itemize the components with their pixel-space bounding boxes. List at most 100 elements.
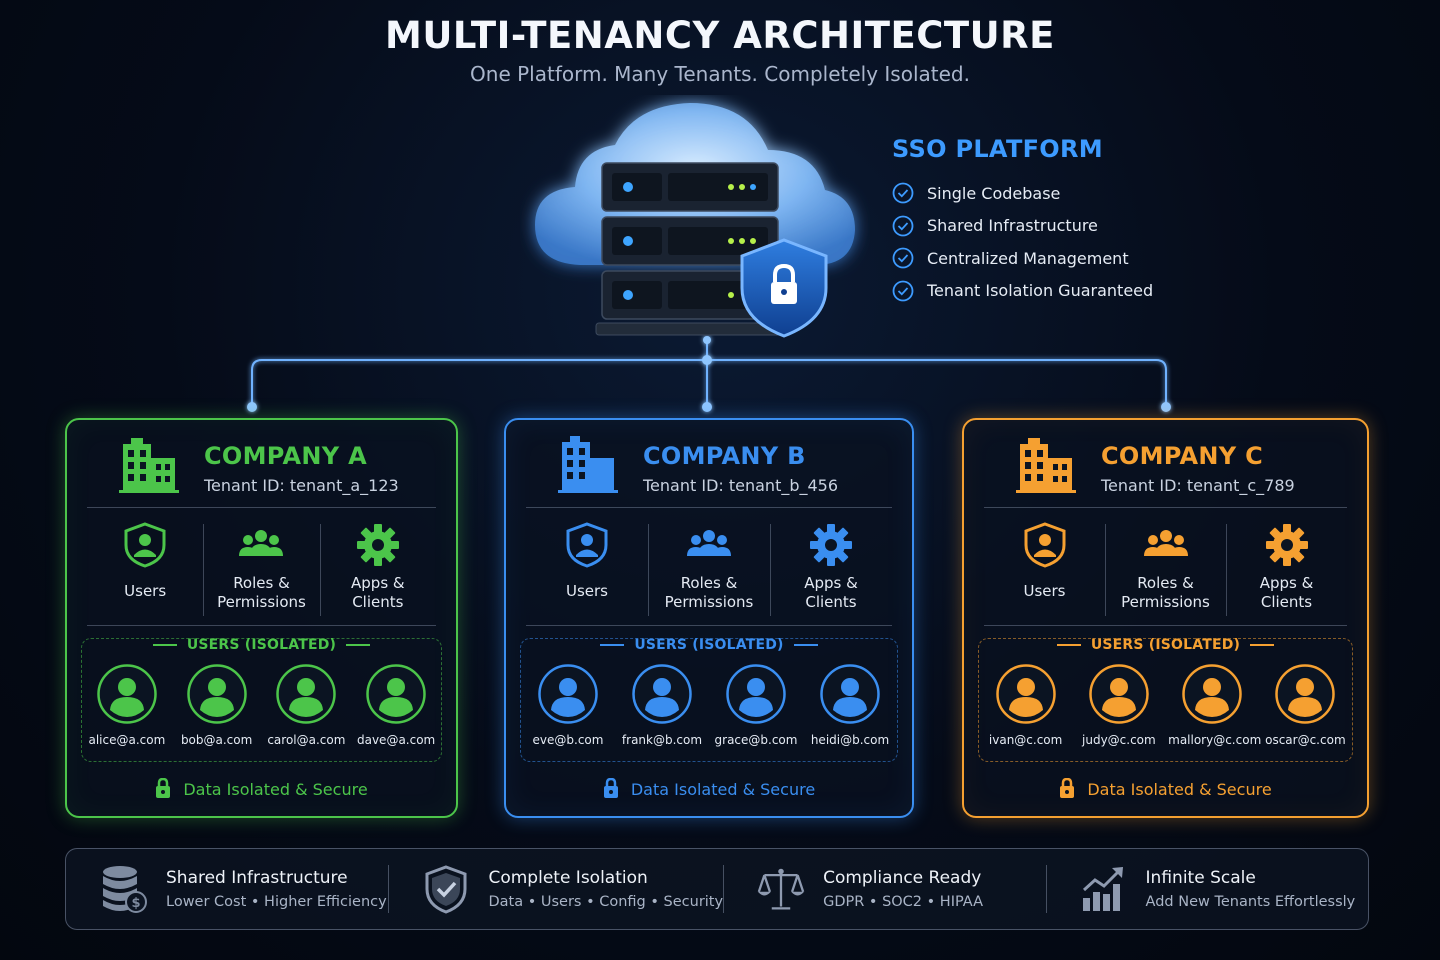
benefit-subtitle: GDPR • SOC2 • HIPAA [823, 894, 984, 910]
user-avatar-icon [366, 664, 426, 724]
tenant-modules: Users Roles &Permissions Apps &Clients [984, 516, 1347, 616]
module-users[interactable]: Users [526, 516, 648, 616]
platform-feature: Centralized Management [892, 242, 1212, 275]
gear-icon [810, 524, 852, 566]
check-circle-icon [892, 247, 914, 269]
tenant-modules: Users Roles &Permissions Apps &Clients [87, 516, 436, 616]
shield-check-icon [425, 865, 467, 914]
platform-info: SSO PLATFORM Single Codebase Shared Infr… [892, 135, 1212, 307]
tenant-id: Tenant ID: tenant_c_789 [1101, 476, 1295, 495]
user-avatar-icon [632, 664, 692, 724]
tenant-header: COMPANY A Tenant ID: tenant_a_123 [67, 420, 456, 508]
user-email: grace@b.com [714, 733, 798, 747]
user-avatar-icon [97, 664, 157, 724]
users-group-icon [1143, 530, 1188, 556]
tenant-card-b: COMPANY B Tenant ID: tenant_b_456 Users … [504, 418, 914, 818]
cloud-server-icon [535, 103, 855, 338]
database-coin-icon: $ [103, 866, 147, 913]
users-row: alice@a.com bob@a.com carol@a.com dave@a.co… [82, 663, 441, 747]
scales-icon [757, 868, 805, 910]
check-circle-icon [892, 280, 914, 302]
module-label: Apps &Clients [351, 574, 405, 611]
user-avatar-icon [186, 664, 247, 724]
tenant-name: COMPANY B [643, 442, 806, 470]
tenant-user[interactable]: ivan@c.com [982, 663, 1070, 747]
user-avatar-icon [276, 664, 337, 724]
module-label: Roles &Permissions [664, 574, 754, 611]
divider [526, 507, 892, 508]
user-email: bob@a.com [180, 733, 253, 747]
user-avatar-icon [1275, 664, 1336, 724]
benefit-subtitle: Data • Users • Config • Security [488, 894, 724, 910]
divider [87, 625, 436, 626]
tenant-user[interactable]: alice@a.com [83, 663, 171, 747]
module-apps-clients[interactable]: Apps &Clients [1226, 516, 1347, 616]
user-avatar-icon [726, 664, 786, 724]
tenant-user[interactable]: oscar@c.com [1261, 663, 1349, 747]
user-email: mallory@c.com [1168, 733, 1262, 747]
users-row: eve@b.com frank@b.com grace@b.com heidi@b.c… [521, 663, 897, 747]
module-users[interactable]: Users [87, 516, 203, 616]
platform-feature: Single Codebase [892, 177, 1212, 210]
benefit-title: Shared Infrastructure [166, 868, 348, 888]
divider [984, 625, 1347, 626]
tenant-user[interactable]: eve@b.com [524, 663, 612, 747]
module-label: Users [124, 582, 167, 600]
tenant-header: COMPANY C Tenant ID: tenant_c_789 [964, 420, 1367, 508]
tenant-user[interactable]: grace@b.com [712, 663, 800, 747]
tenant-user[interactable]: heidi@b.com [806, 663, 894, 747]
module-apps-clients[interactable]: Apps &Clients [770, 516, 892, 616]
tenant-user[interactable]: bob@a.com [173, 663, 261, 747]
tenant-name: COMPANY C [1101, 442, 1263, 470]
tenant-modules: Users Roles &Permissions Apps &Clients [526, 516, 892, 616]
tenant-card-a: COMPANY A Tenant ID: tenant_a_123 Users … [65, 418, 458, 818]
module-roles-permissions[interactable]: Roles &Permissions [648, 516, 770, 616]
check-circle-icon [892, 215, 914, 237]
users-section-title: USERS (ISOLATED) [979, 637, 1352, 653]
module-label: Apps &Clients [1259, 574, 1314, 611]
benefit-complete-isolation: Complete Isolation Data • Users • Config… [388, 849, 723, 929]
gear-icon [1265, 524, 1308, 566]
user-avatar-icon [1089, 664, 1149, 724]
page-subtitle: One Platform. Many Tenants. Completely I… [470, 62, 970, 86]
module-roles-permissions[interactable]: Roles &Permissions [203, 516, 319, 616]
platform-feature-label: Centralized Management [927, 248, 1129, 268]
module-users[interactable]: Users [984, 516, 1105, 616]
tenant-user[interactable]: mallory@c.com [1168, 663, 1262, 747]
isolated-users-box: USERS (ISOLATED) ivan@c.com judy@c.com mal… [978, 637, 1353, 762]
platform-feature: Tenant Isolation Guaranteed [892, 275, 1212, 308]
building-icon [119, 438, 179, 493]
platform-feature-label: Single Codebase [927, 183, 1061, 203]
lock-icon [156, 777, 171, 798]
user-avatar-icon [995, 664, 1056, 724]
user-shield-icon [566, 522, 608, 568]
svg-text:$: $ [131, 896, 140, 911]
tenant-id: Tenant ID: tenant_a_123 [204, 476, 399, 495]
tenant-user[interactable]: dave@a.com [352, 663, 440, 747]
user-email: carol@a.com [267, 733, 346, 747]
user-avatar-icon [1182, 664, 1242, 724]
platform-title: SSO PLATFORM [892, 135, 1103, 163]
platform-feature: Shared Infrastructure [892, 210, 1212, 243]
lock-icon [603, 777, 618, 798]
module-label: Users [1023, 582, 1066, 600]
module-roles-permissions[interactable]: Roles &Permissions [1105, 516, 1226, 616]
benefit-title: Complete Isolation [488, 868, 648, 888]
module-label: Users [565, 582, 608, 600]
user-avatar-icon [820, 664, 880, 724]
benefit-title: Compliance Ready [823, 868, 982, 888]
users-group-icon [687, 530, 731, 556]
tenant-user[interactable]: frank@b.com [618, 663, 706, 747]
divider [984, 507, 1347, 508]
user-email: frank@b.com [621, 733, 703, 747]
data-secure-note: Data Isolated & Secure [964, 777, 1367, 799]
tenant-header: COMPANY B Tenant ID: tenant_b_456 [506, 420, 912, 508]
data-secure-note: Data Isolated & Secure [67, 777, 456, 799]
module-apps-clients[interactable]: Apps &Clients [319, 516, 436, 616]
tenant-card-c: COMPANY C Tenant ID: tenant_c_789 Users … [962, 418, 1369, 818]
user-email: judy@c.com [1082, 733, 1156, 747]
tenant-user[interactable]: carol@a.com [262, 663, 350, 747]
tenant-user[interactable]: judy@c.com [1075, 663, 1163, 747]
